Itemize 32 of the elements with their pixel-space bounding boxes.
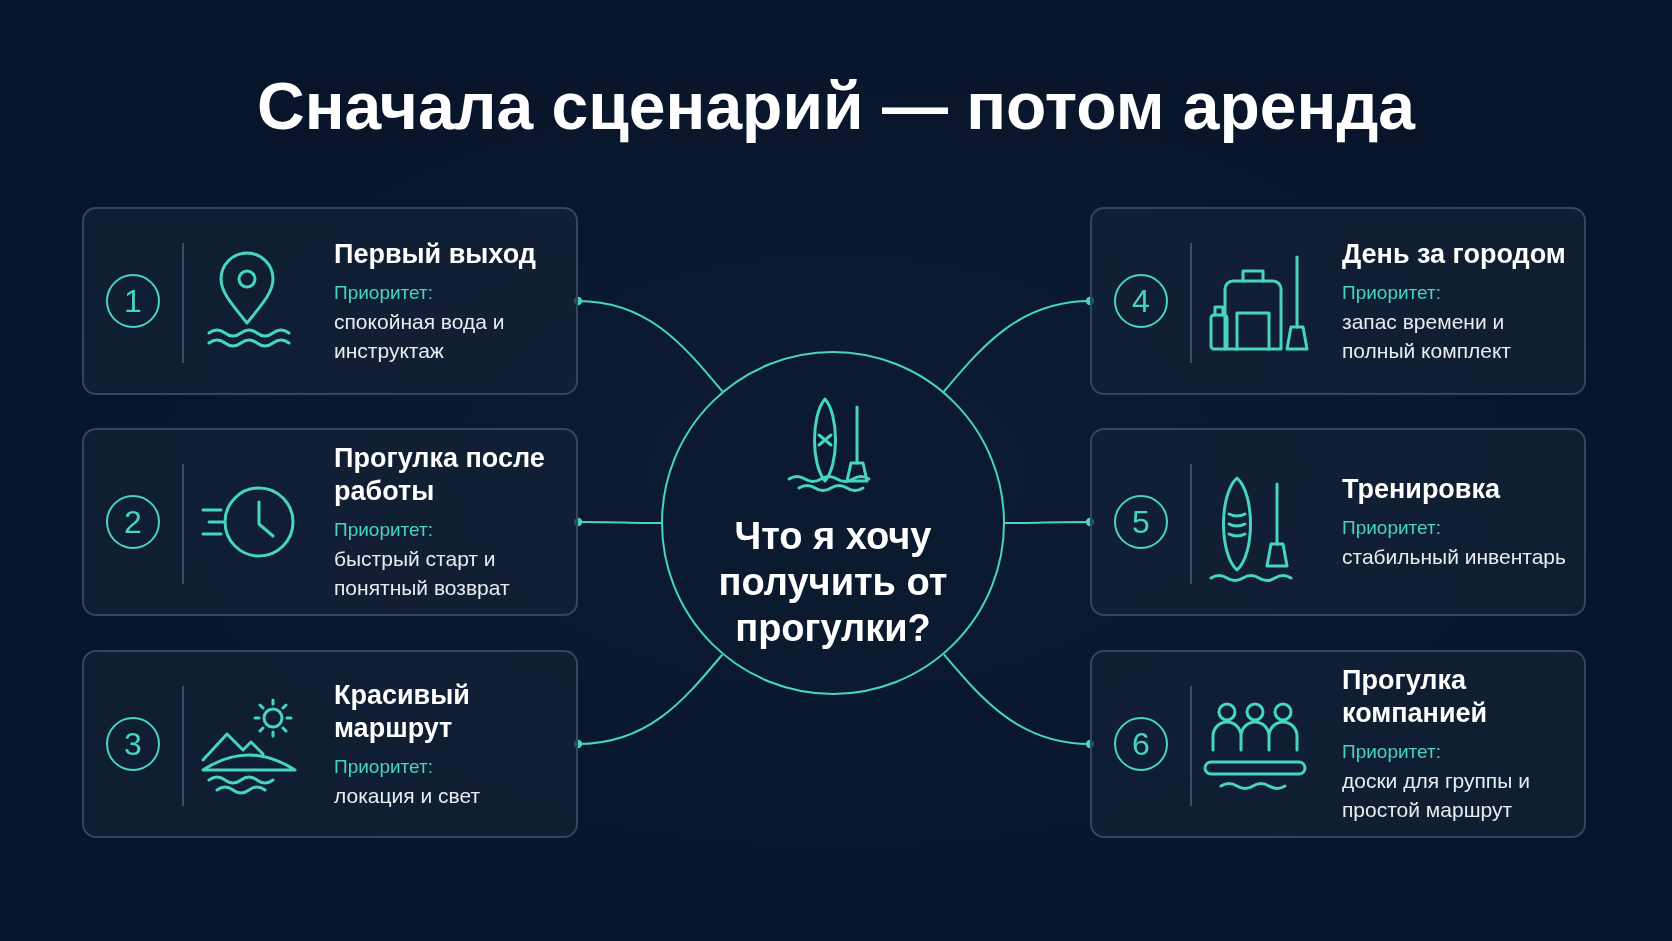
priority-label: Приоритет:: [1342, 740, 1442, 764]
title: Сначала сценарий — потом аренда: [255, 68, 1417, 144]
card-heading: Красивый маршрут: [334, 678, 471, 745]
priority-label: Приоритет:: [334, 280, 434, 305]
priority-label: Приоритет:: [1342, 516, 1442, 540]
card-heading: Первый выход: [334, 237, 537, 271]
scenario-card: [1090, 650, 1586, 838]
step-number: 5: [1114, 495, 1168, 549]
priority-label: Приоритет:: [334, 754, 434, 779]
card-heading: День за городом: [1342, 237, 1567, 271]
scenario-card: [1090, 428, 1586, 616]
central-question: Что я хочу получить от прогулки?: [717, 514, 949, 651]
scenario-card: [82, 207, 578, 395]
scenario-card: [82, 428, 578, 616]
card-description: запас времени и полный комплект: [1342, 308, 1512, 364]
step-number: 3: [106, 717, 160, 771]
step-number: 1: [106, 274, 160, 328]
priority-label: Приоритет:: [334, 518, 434, 542]
card-description: доски для группы и простой маршрут: [1342, 768, 1531, 823]
card-heading: Прогулка после работы: [334, 442, 546, 508]
card-description: быстрый старт и понятный возврат: [334, 546, 511, 601]
card-heading: Тренировка: [1342, 473, 1502, 506]
step-number: 2: [106, 495, 160, 549]
step-number: 6: [1114, 717, 1168, 771]
scenario-card: [1090, 207, 1586, 395]
card-description: локация и свет: [334, 782, 482, 809]
scenario-card: [82, 650, 578, 838]
step-number: 4: [1114, 274, 1168, 328]
priority-label: Приоритет:: [1342, 280, 1442, 305]
card-description: стабильный инвентарь: [1342, 544, 1567, 570]
card-heading: Прогулка компанией: [1342, 664, 1489, 730]
card-description: спокойная вода и инструктаж: [334, 308, 506, 364]
